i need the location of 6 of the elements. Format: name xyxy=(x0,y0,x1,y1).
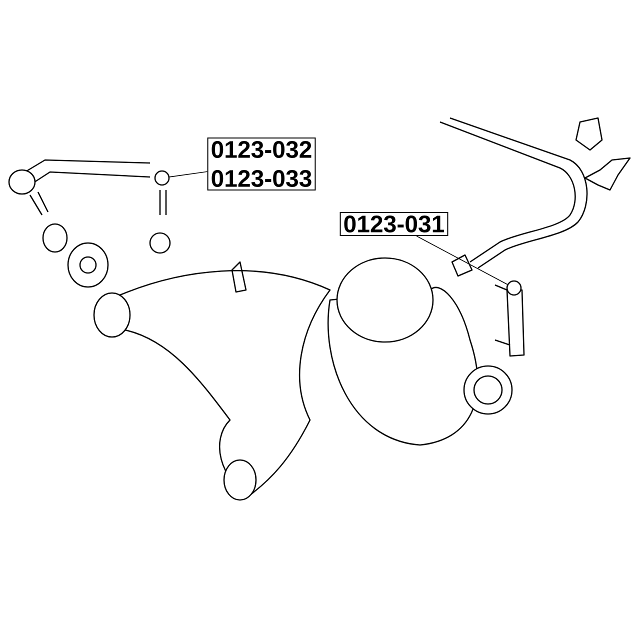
part-number-box: 0123-032 0123-033 xyxy=(207,138,316,191)
part-number-box: 0123-031 xyxy=(340,212,448,236)
ball-joint xyxy=(506,280,522,296)
leader-line xyxy=(416,236,508,285)
ball-joint xyxy=(154,170,170,186)
leader-line xyxy=(169,171,208,178)
